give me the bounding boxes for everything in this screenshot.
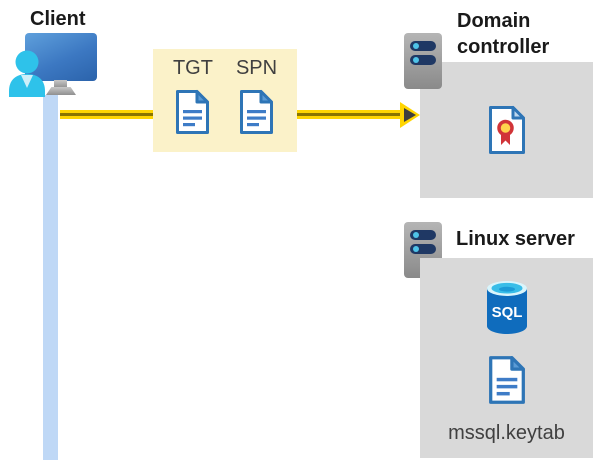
server-bar bbox=[410, 41, 436, 51]
certificate-icon bbox=[488, 106, 525, 154]
tgt-ticket: TGT bbox=[173, 57, 213, 135]
ticket-box: TGT SPN bbox=[153, 49, 297, 152]
client-label: Client bbox=[30, 8, 86, 30]
tgt-label: TGT bbox=[172, 57, 213, 79]
keytab-document-icon bbox=[488, 356, 525, 404]
spn-document-icon bbox=[240, 90, 273, 134]
domain-controller-label: Domain controller bbox=[457, 10, 550, 58]
server-led bbox=[413, 246, 419, 252]
server-bar bbox=[410, 244, 436, 254]
spn-ticket: SPN bbox=[236, 57, 277, 135]
domain-controller-panel bbox=[420, 62, 593, 198]
server-bar bbox=[410, 230, 436, 240]
client-connector-line bbox=[43, 95, 58, 460]
kerberos-arrow-shaft-right bbox=[297, 110, 400, 119]
spn-label: SPN bbox=[235, 57, 278, 79]
server-led bbox=[413, 43, 419, 49]
kerberos-arrow-head bbox=[400, 102, 420, 128]
domain-controller-server-icon bbox=[404, 33, 442, 89]
sql-database-icon: SQL bbox=[486, 281, 527, 334]
server-bar bbox=[410, 55, 436, 65]
user-icon bbox=[9, 50, 45, 97]
server-led bbox=[413, 232, 419, 238]
server-led bbox=[413, 57, 419, 63]
tgt-document-icon bbox=[176, 90, 210, 134]
linux-server-label: Linux server bbox=[456, 228, 575, 250]
monitor-stand-base bbox=[46, 87, 76, 95]
monitor-stand-neck bbox=[54, 80, 67, 88]
kerberos-arrow-shaft-left bbox=[60, 110, 153, 119]
linux-server-panel: SQL mssql.keytab bbox=[420, 258, 593, 458]
keytab-file-label: mssql.keytab bbox=[448, 422, 565, 444]
sql-text: SQL bbox=[491, 304, 522, 321]
